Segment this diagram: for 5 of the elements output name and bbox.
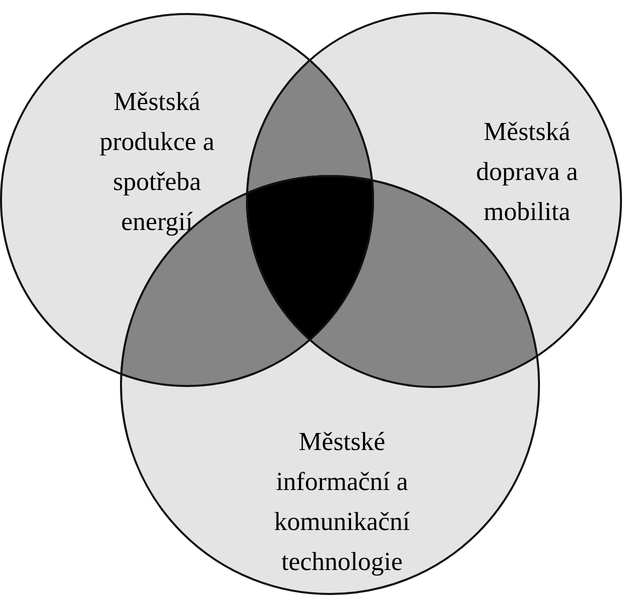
venn-circle: [0, 13, 374, 387]
venn-circle: [246, 12, 622, 388]
circle-label: Městská doprava a mobilita: [475, 116, 579, 228]
circle-label: Městské informační a komunikační technologie: [273, 426, 411, 578]
circle-label: Městská produkce a spotřeba energií: [98, 86, 216, 238]
